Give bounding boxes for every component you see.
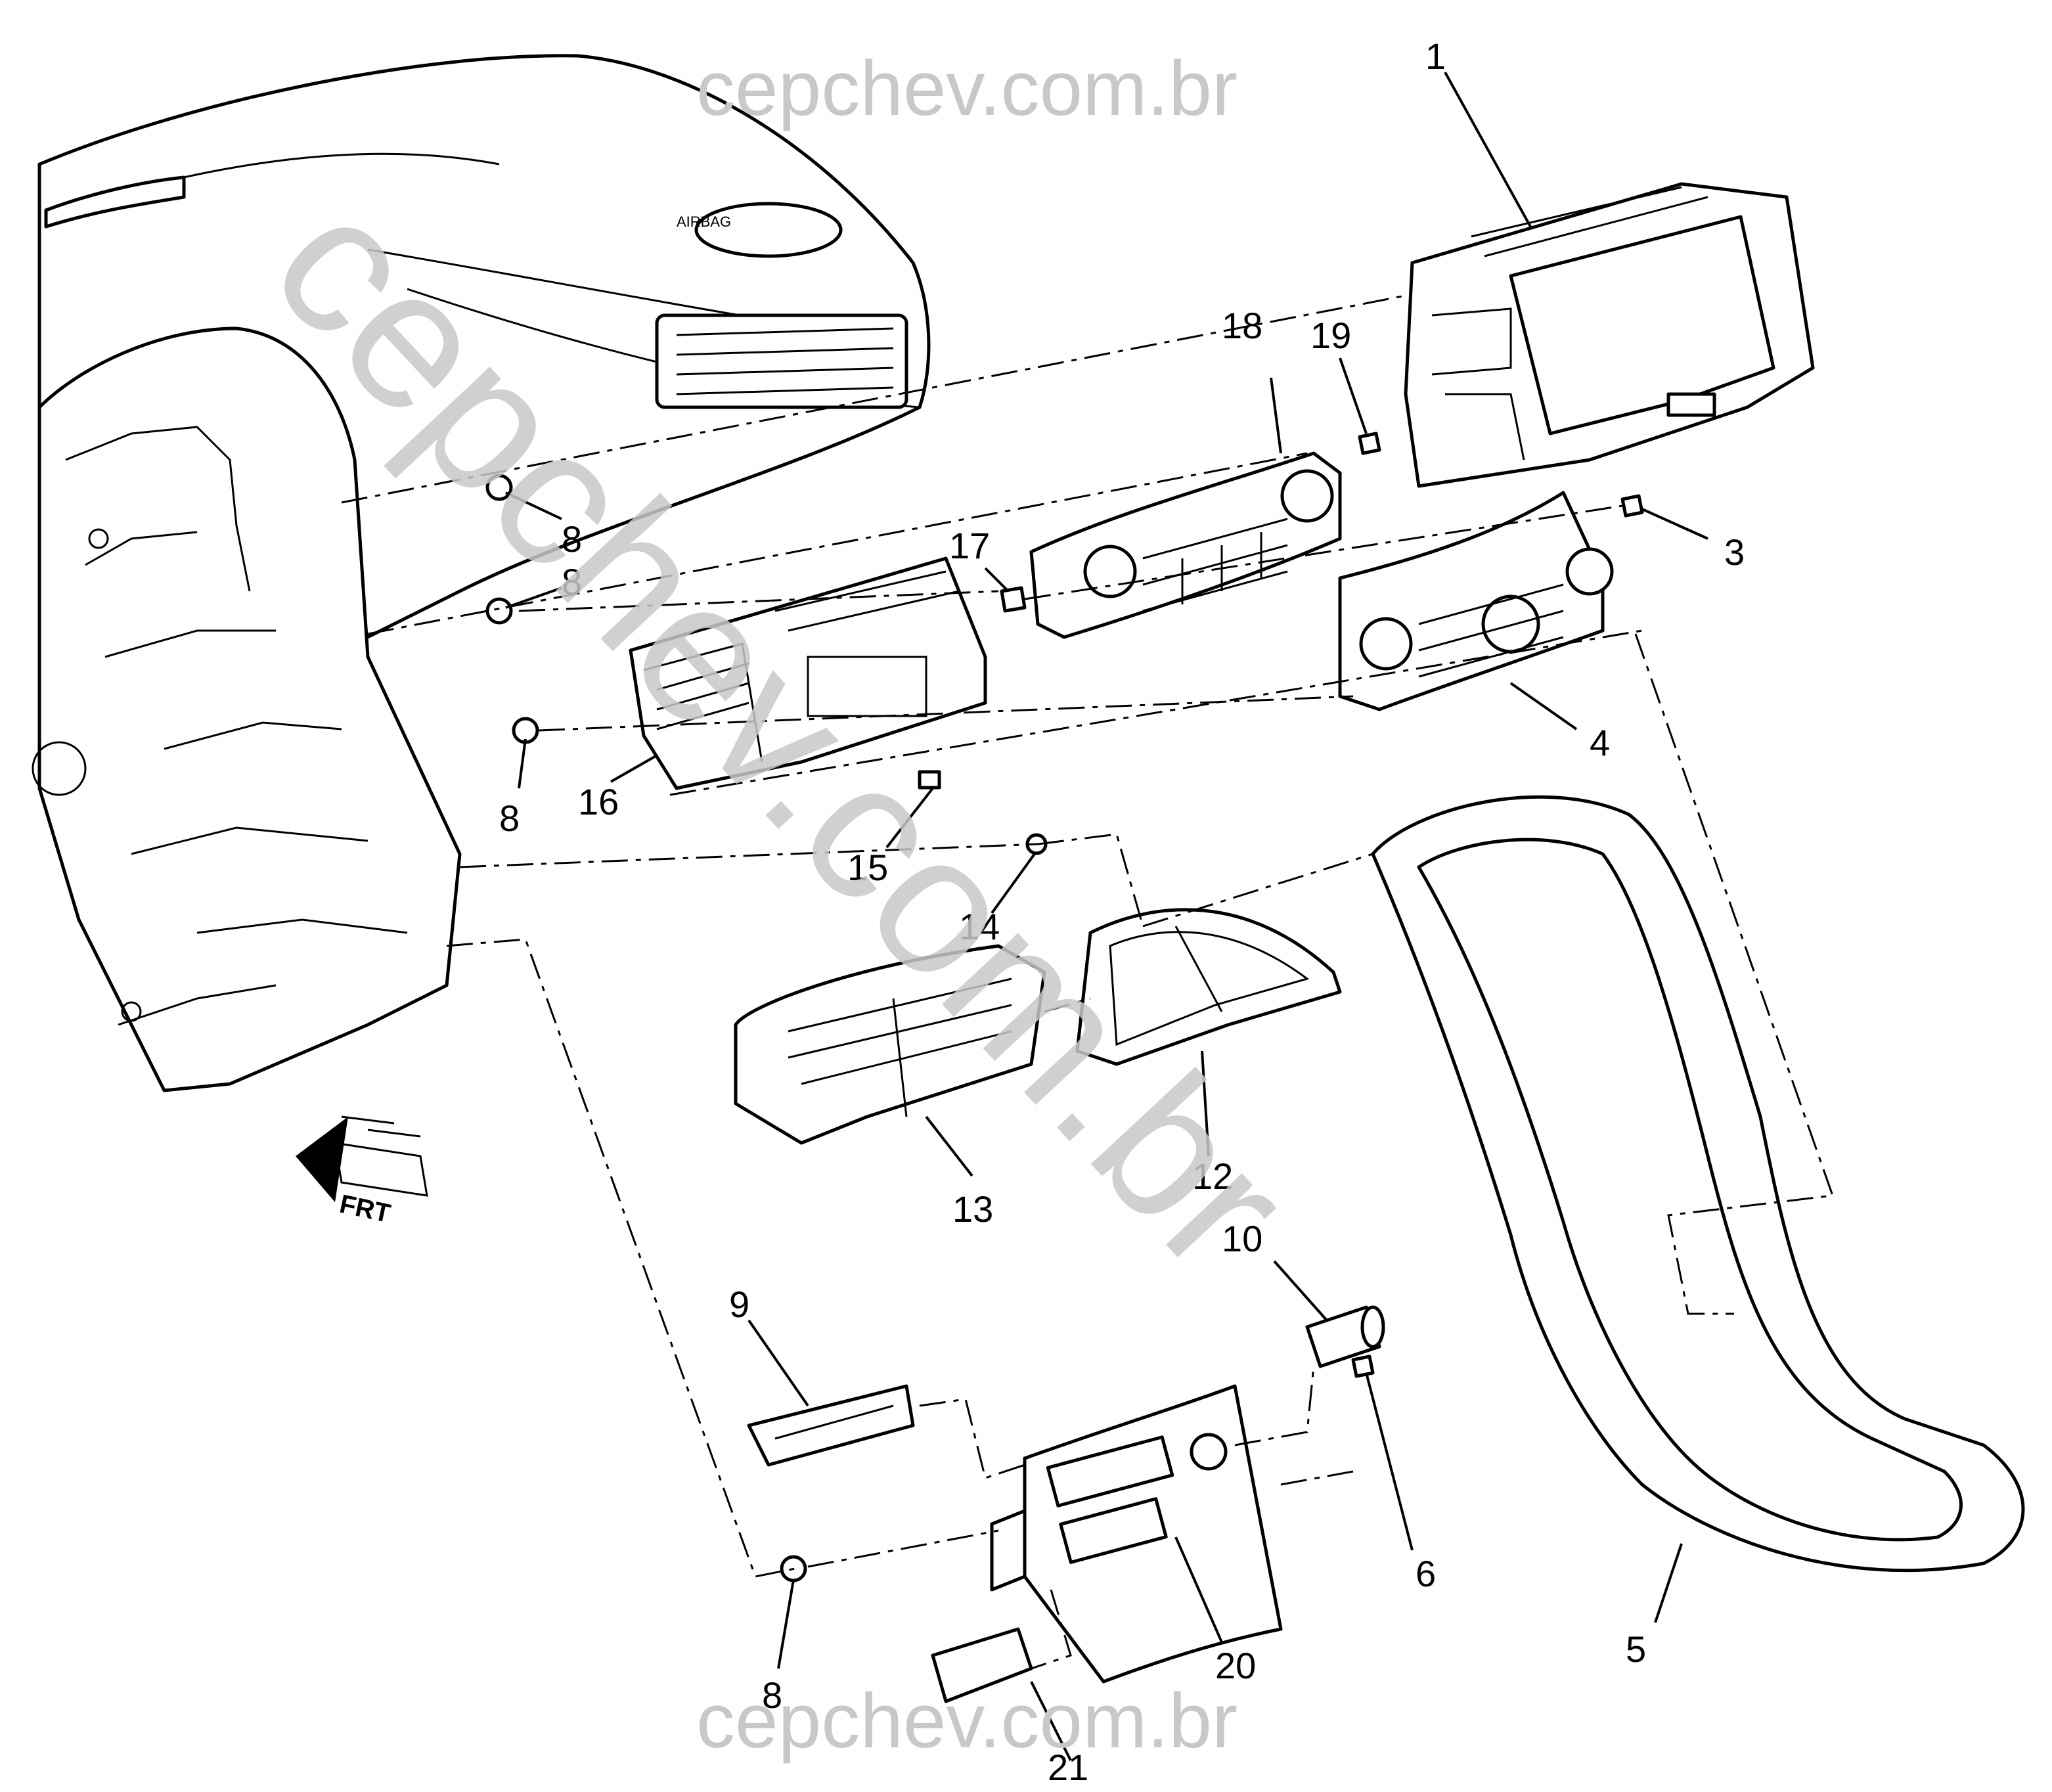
callout-15: 15 — [847, 847, 888, 888]
part-13-air-vent — [734, 944, 1046, 1145]
callout-14: 14 — [959, 906, 1000, 947]
part-16-radio-chassis — [629, 556, 987, 790]
frt-direction-marker: FRT — [296, 1115, 428, 1228]
callout-8d: 8 — [762, 1674, 782, 1716]
fasteners — [485, 432, 1644, 1582]
part-1-display-module — [1404, 182, 1815, 488]
callout-9: 9 — [729, 1284, 749, 1325]
callout-12: 12 — [1192, 1155, 1233, 1197]
callout-16: 16 — [578, 781, 619, 822]
callout-17: 17 — [949, 525, 990, 566]
frt-label: FRT — [337, 1190, 393, 1228]
callout-10: 10 — [1222, 1218, 1262, 1259]
part-5-console-trim — [1371, 795, 2025, 1573]
callout-8c: 8 — [499, 797, 520, 839]
alignment-lines — [341, 294, 1835, 1670]
arrow-icon — [296, 1117, 348, 1202]
callout-19: 19 — [1310, 315, 1351, 356]
callout-20: 20 — [1215, 1645, 1256, 1686]
part-20-lower-trim — [990, 1384, 1283, 1684]
callout-8a: 8 — [562, 518, 582, 560]
callout-18: 18 — [1222, 305, 1262, 346]
callout-21: 21 — [1048, 1747, 1088, 1788]
callout-6: 6 — [1416, 1553, 1436, 1594]
callout-13: 13 — [952, 1188, 993, 1230]
watermark-top: cepchev.com.br — [696, 45, 1238, 132]
airbag-text: AIRBAG — [677, 213, 731, 230]
dash-support-bracket — [32, 326, 462, 1092]
watermark-bottom: cepchev.com.br — [696, 1678, 1238, 1764]
callout-8b: 8 — [562, 561, 582, 602]
callout-labels: 1 18 19 3 4 8 8 8 8 17 16 15 14 13 12 10… — [499, 35, 1745, 1788]
callout-3: 3 — [1724, 531, 1745, 573]
part-18-climate-control — [1029, 451, 1342, 639]
callout-1: 1 — [1425, 35, 1446, 77]
leader-lines — [505, 72, 1708, 1761]
part-4-audio-control — [1338, 491, 1614, 711]
callout-4: 4 — [1590, 722, 1610, 763]
part-10-socket — [1305, 1305, 1385, 1368]
part-9-switch — [747, 1384, 915, 1467]
callout-5: 5 — [1626, 1628, 1646, 1670]
part-12-vent-bezel — [1075, 908, 1342, 1066]
